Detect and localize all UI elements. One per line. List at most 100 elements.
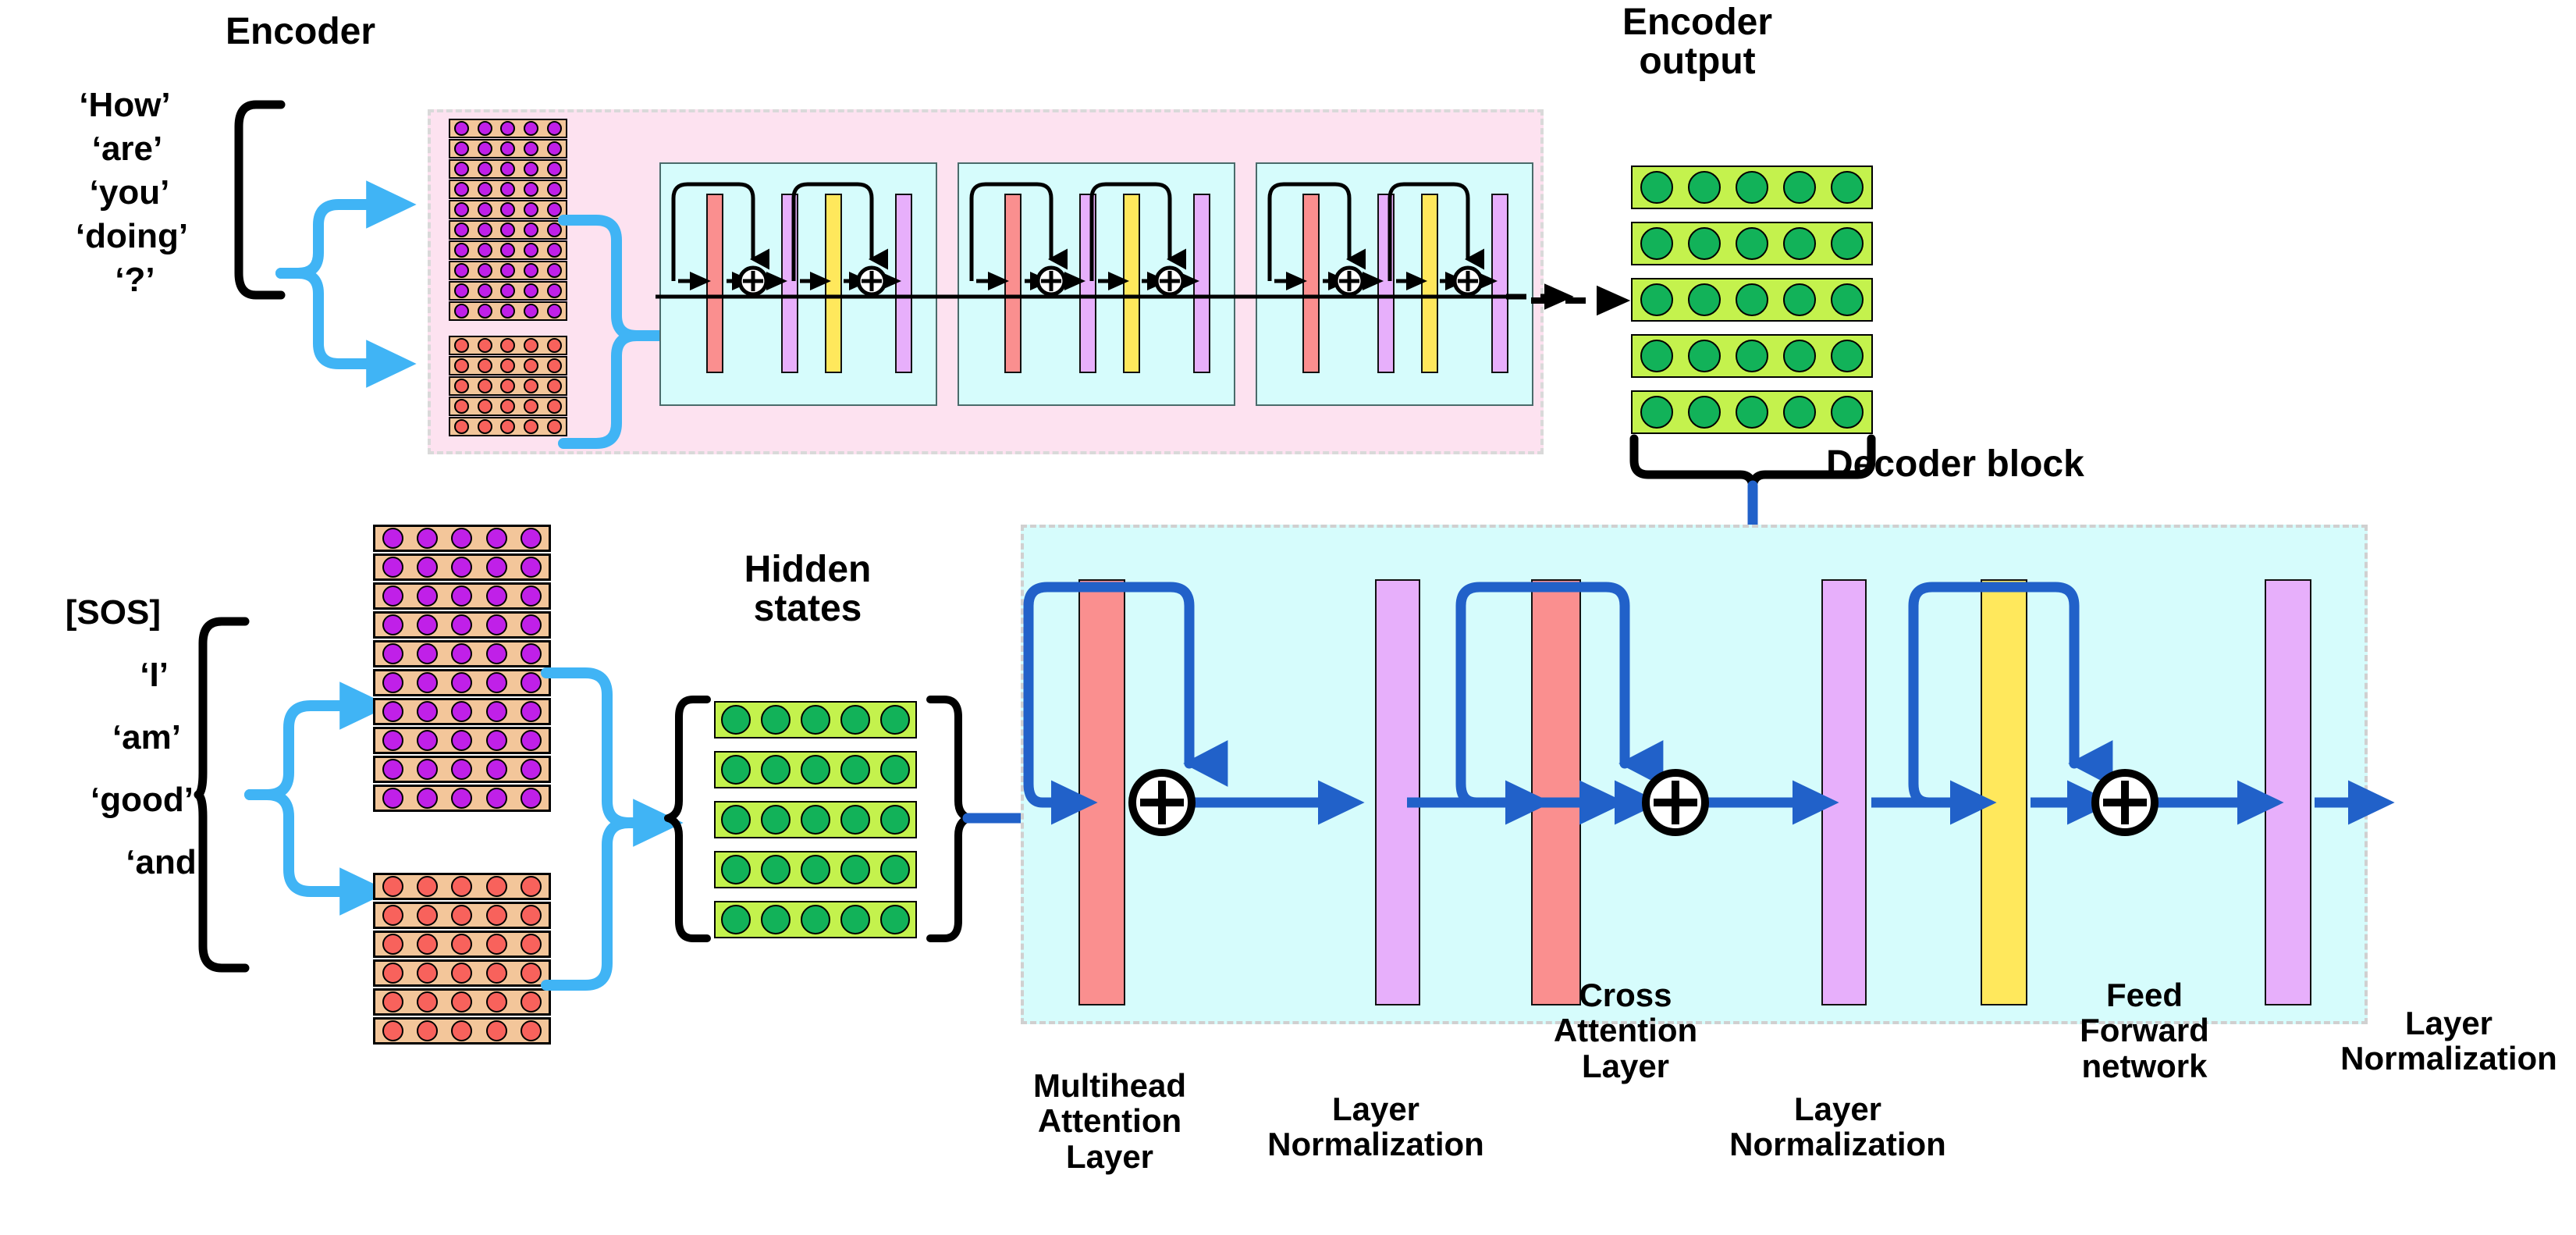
embedding-cell xyxy=(485,672,507,693)
decoder-input-token-list: [SOS] ‘I’ ‘am’ ‘good’ ‘and’ xyxy=(0,593,226,906)
hidden-state-row xyxy=(1631,390,1873,434)
embedding-cell xyxy=(500,399,516,414)
hidden-state-cell xyxy=(800,855,830,884)
embedding-cell xyxy=(485,963,507,984)
embedding-cell xyxy=(451,876,473,897)
embedding-row xyxy=(373,988,551,1016)
hidden-state-cell xyxy=(880,705,911,735)
embedding-row xyxy=(449,220,567,240)
embedding-row xyxy=(373,959,551,987)
embedding-cell xyxy=(546,121,562,136)
hidden-state-cell xyxy=(800,905,830,934)
embedding-cell xyxy=(521,759,542,780)
embedding-cell xyxy=(451,614,473,635)
decoder-embedding-arrows xyxy=(244,682,390,916)
embedding-cell xyxy=(454,263,470,278)
embedding-row xyxy=(449,397,567,416)
embedding-row xyxy=(449,356,567,375)
embedding-cell xyxy=(521,934,542,955)
embedding-row xyxy=(373,756,551,783)
embedding-cell xyxy=(451,643,473,664)
hidden-state-cell xyxy=(760,805,791,835)
embedding-cell xyxy=(451,701,473,722)
hidden-state-cell xyxy=(1783,396,1817,429)
embedding-cell xyxy=(521,730,542,751)
hidden-states-title-line2: states xyxy=(753,588,862,630)
hidden-state-cell xyxy=(1831,227,1864,260)
label-line: Normalization xyxy=(1267,1126,1484,1163)
hidden-state-cell xyxy=(1687,227,1721,260)
hidden-states-title: Hidden states xyxy=(663,550,952,629)
hidden-state-cell xyxy=(1640,227,1673,260)
embedding-cell xyxy=(477,121,492,136)
embedding-cell xyxy=(382,991,403,1013)
label-multihead-attention: Multihead Attention Layer xyxy=(1000,1068,1219,1174)
decoder-token: ‘I’ xyxy=(140,656,169,694)
hidden-state-cell xyxy=(760,905,791,934)
embedding-cell xyxy=(524,338,539,353)
embedding-cell xyxy=(485,701,507,722)
encoder-embedding-grid-red xyxy=(449,336,567,437)
embedding-cell xyxy=(500,304,516,319)
embedding-cell xyxy=(477,141,492,156)
hidden-state-cell xyxy=(1831,283,1864,316)
embedding-cell xyxy=(546,338,562,353)
embedding-cell xyxy=(521,643,542,664)
embedding-cell xyxy=(500,419,516,434)
embedding-row xyxy=(373,785,551,812)
encoder-embedding-arrows xyxy=(275,180,417,388)
embedding-cell xyxy=(524,419,539,434)
embedding-cell xyxy=(454,182,470,197)
label-line: network xyxy=(2081,1047,2208,1084)
decoder-token: [SOS] xyxy=(65,593,161,632)
embedding-cell xyxy=(477,202,492,217)
embedding-cell xyxy=(477,399,492,414)
hidden-state-row xyxy=(1631,278,1873,322)
embedding-cell xyxy=(417,991,439,1013)
embedding-row xyxy=(449,336,567,355)
embedding-cell xyxy=(477,419,492,434)
hidden-state-row xyxy=(714,701,917,739)
label-line: Attention xyxy=(1553,1012,1698,1049)
embedding-cell xyxy=(417,701,439,722)
encoder-token: ‘you’ xyxy=(89,173,170,212)
embedding-cell xyxy=(417,1020,439,1041)
label-line: Normalization xyxy=(1729,1126,1946,1163)
embedding-cell xyxy=(454,338,470,353)
embedding-cell xyxy=(454,283,470,298)
hidden-state-cell xyxy=(760,755,791,785)
embedding-cell xyxy=(521,701,542,722)
embedding-cell xyxy=(451,557,473,578)
hidden-state-cell xyxy=(840,705,871,735)
label-layer-norm-2: Layer Normalization xyxy=(1670,1091,2006,1162)
embedding-cell xyxy=(521,614,542,635)
decoder-residual-add-3 xyxy=(2091,769,2159,836)
embedding-cell xyxy=(524,202,539,217)
embedding-cell xyxy=(546,263,562,278)
embedding-cell xyxy=(524,243,539,258)
embedding-cell xyxy=(485,934,507,955)
embedding-cell xyxy=(454,162,470,176)
hidden-state-cell xyxy=(1783,171,1817,204)
encoder-output-title-line2: output xyxy=(1639,41,1756,83)
label-line: Forward xyxy=(2080,1012,2209,1049)
encoder-output-title-line1: Encoder xyxy=(1622,2,1773,43)
embedding-cell xyxy=(417,788,439,809)
label-line: Cross xyxy=(1579,977,1672,1013)
label-line: Multihead xyxy=(1033,1067,1186,1104)
embedding-cell xyxy=(382,701,403,722)
embedding-cell xyxy=(382,643,403,664)
hidden-state-cell xyxy=(1687,171,1721,204)
embedding-cell xyxy=(485,730,507,751)
embedding-cell xyxy=(500,121,516,136)
embedding-row xyxy=(373,640,551,667)
embedding-cell xyxy=(417,614,439,635)
hidden-state-cell xyxy=(1735,396,1768,429)
encoder-block xyxy=(958,162,1235,406)
embedding-cell xyxy=(417,963,439,984)
hidden-state-cell xyxy=(800,805,830,835)
label-layer-norm-1: Layer Normalization xyxy=(1208,1091,1544,1162)
encoder-embedding-merge xyxy=(558,215,673,449)
embedding-cell xyxy=(451,759,473,780)
